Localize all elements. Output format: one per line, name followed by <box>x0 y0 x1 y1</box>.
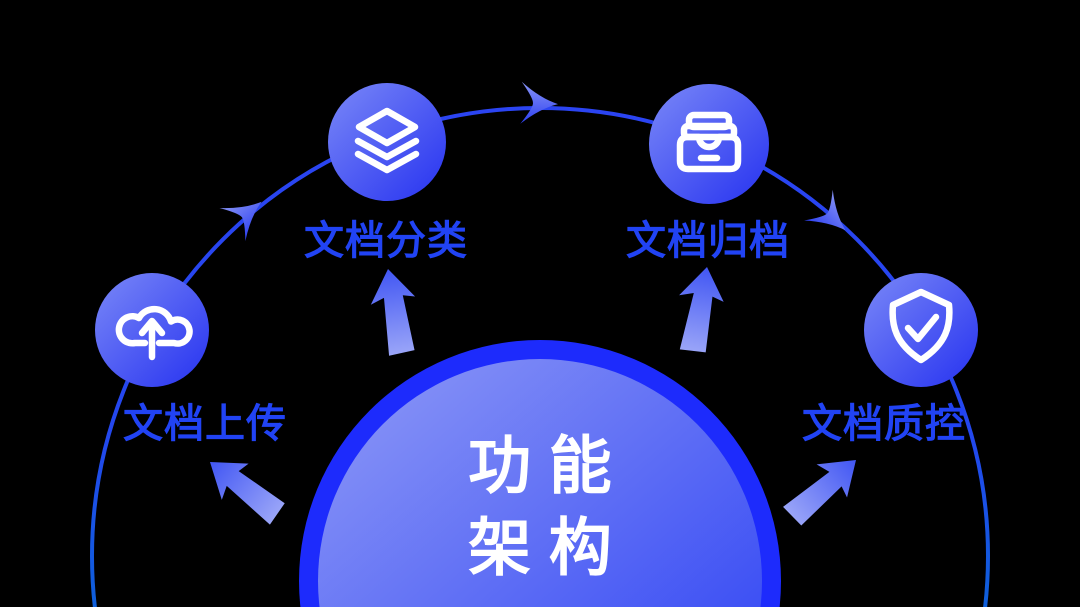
center-title-line1: 功能 <box>468 431 630 502</box>
center-circle-core <box>318 359 762 607</box>
shield-check-icon <box>889 288 953 364</box>
radial-arrow-to-classify <box>370 269 416 356</box>
center-circle <box>299 340 781 607</box>
archive-box-icon <box>676 111 742 173</box>
arc-arrowhead-archive-to-quality <box>804 189 846 231</box>
radial-arrow-to-quality <box>783 460 856 526</box>
arc-arrowhead-upload-to-classify <box>219 201 262 242</box>
radial-arrows <box>210 267 856 526</box>
node-upload <box>95 273 209 387</box>
radial-arrow-to-archive <box>679 267 724 353</box>
layers-icon <box>354 107 420 174</box>
center-title-line2: 架构 <box>468 513 630 584</box>
arc-arrowhead-classify-to-archive <box>520 81 558 124</box>
node-classify-label: 文档分类 <box>304 219 468 263</box>
node-upload-label: 文档上传 <box>123 402 287 446</box>
node-archive <box>649 84 769 204</box>
node-quality-label: 文档质控 <box>802 402 966 446</box>
node-quality <box>864 273 978 387</box>
node-classify <box>328 83 446 201</box>
node-quality-circle <box>864 273 978 387</box>
cloud-upload-icon <box>115 305 193 361</box>
radial-arrow-to-upload <box>210 462 285 525</box>
arc-arrowheads <box>219 81 846 242</box>
node-archive-label: 文档归档 <box>626 219 790 263</box>
